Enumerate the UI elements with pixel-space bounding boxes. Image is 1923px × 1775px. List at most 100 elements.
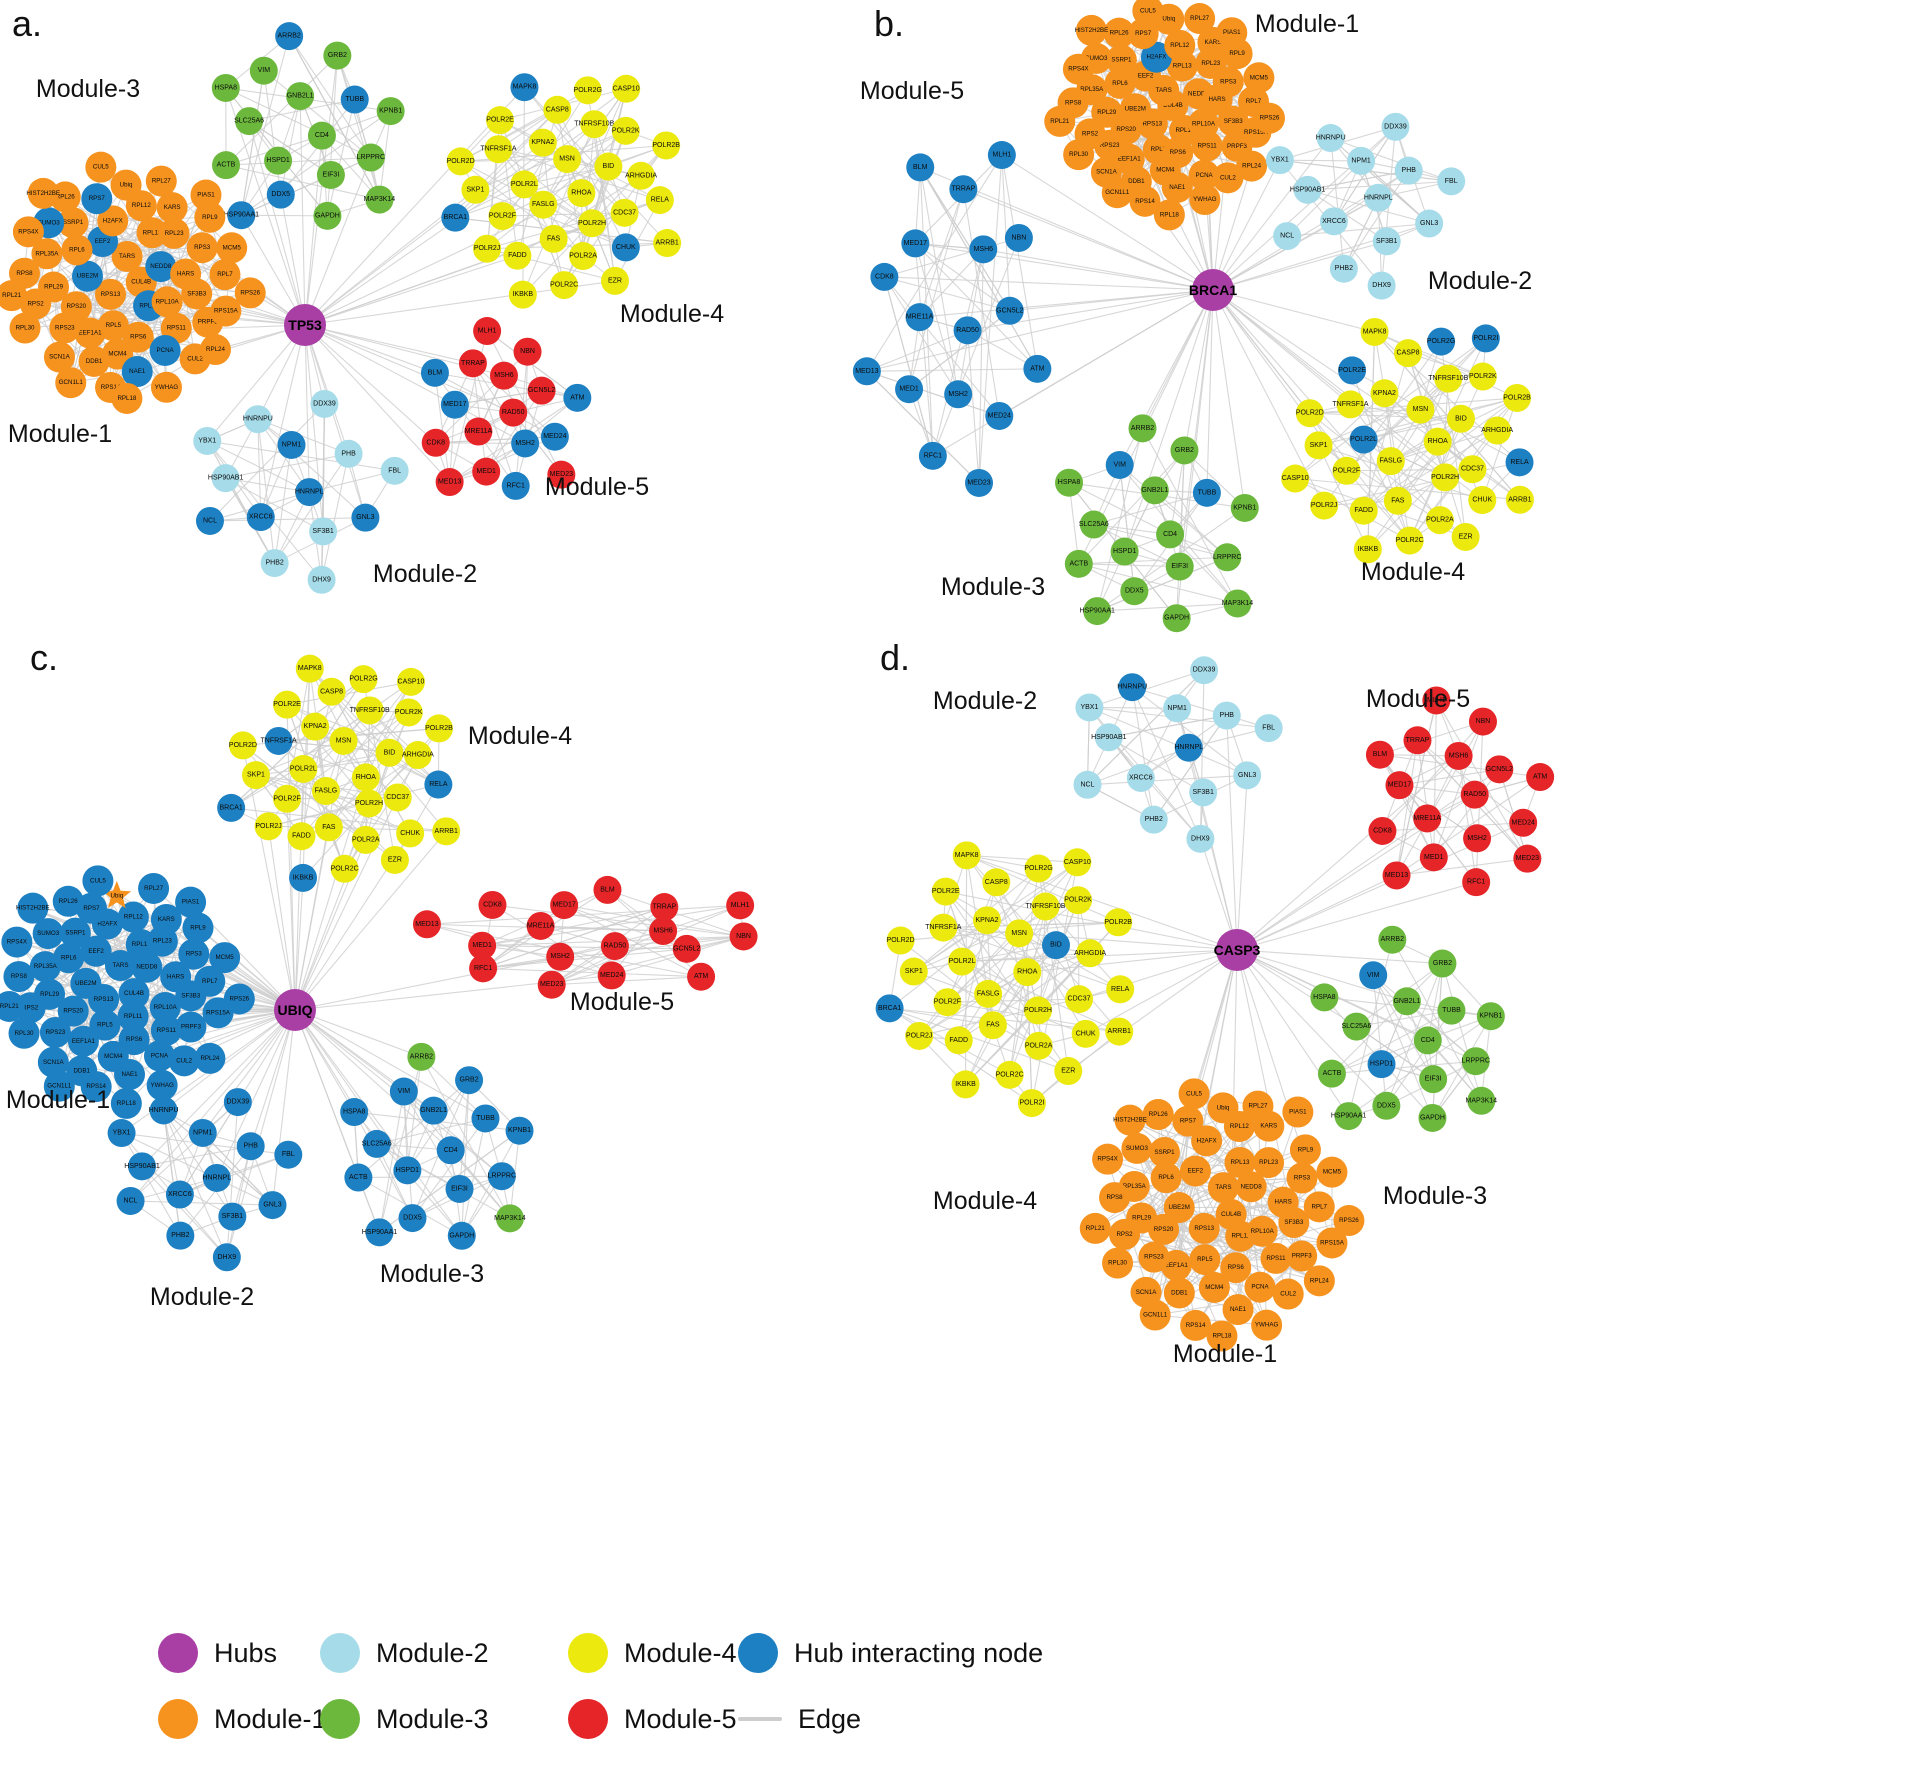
edge [365,681,412,778]
gene-node [1333,1205,1365,1237]
gene-node [1140,476,1169,505]
edge [1307,170,1409,191]
gene-node [974,979,1003,1008]
hub-edge [932,289,1214,457]
panel-letter-d: d. [880,637,910,678]
edge [1108,715,1227,738]
gene-node [1253,102,1285,134]
module-3-swatch-icon [320,1699,360,1739]
gene-node [495,1204,524,1233]
hub-edge [304,324,456,406]
gene-node [323,41,352,70]
gene-node [965,468,994,497]
edge [225,453,349,479]
gene-node [97,205,129,237]
gene-node [1372,227,1401,256]
gene-node [209,942,241,974]
edge [1395,700,1437,876]
gene-node [951,1070,980,1099]
gene-node [995,296,1024,325]
edge [328,752,390,828]
edge [1330,137,1430,224]
hub-edge [202,1009,296,1134]
gene-node [1065,985,1094,1014]
module-label: Module-4 [620,300,724,328]
edge [884,276,1010,312]
module-cluster-module-1: CUL4BRPS13TARSRPL11UBE2MNEDD8RPL5EEF2RPL… [1079,1078,1365,1352]
edge [492,904,744,938]
gene-node [254,812,283,841]
gene-node [1184,3,1216,35]
gene-node [906,153,935,182]
edge [1346,378,1449,472]
gene-node [311,777,340,806]
hub-edge [1067,949,1238,1072]
gene-node [1509,808,1538,837]
gene-node [61,234,93,266]
hub-edge [304,324,366,518]
hub-edge [163,1009,296,1111]
gene-node [307,565,336,594]
edge [1374,331,1484,378]
gene-node [75,892,107,924]
gene-node [445,1174,474,1203]
edge [353,1111,413,1219]
hub-edge [294,827,330,1011]
gene-node [1244,1271,1276,1303]
gene-node [573,76,602,105]
gene-node [1013,958,1042,987]
gene-node [1376,447,1405,476]
gene-node [985,401,1014,430]
gene-node [1139,1299,1171,1331]
gene-node [1105,1017,1134,1046]
gene-node [118,1024,150,1056]
gene-node [1422,686,1451,715]
gene-node [128,1152,157,1181]
edge [230,726,316,809]
edge [1331,1060,1476,1075]
edge [551,935,744,986]
edge [1132,686,1269,729]
legend-item-hub-interacting-node: Hub interacting node [738,1633,1078,1673]
gene-node [1198,1271,1230,1303]
gene-node [1272,1278,1304,1310]
gene-node [1273,222,1302,251]
gene-node [1485,755,1514,784]
gene-node [355,696,384,725]
hub-edge [240,214,306,326]
gene-node [1243,62,1275,94]
edge [403,1091,503,1177]
gene-node [286,82,315,111]
edge [472,363,517,487]
module-cluster-module-3: CD4HSPD1GNB2L1EIF3ISLC25A6TUBBDDX5VIMLRP… [211,22,405,230]
edge [1323,461,1520,507]
gene-node [1423,427,1452,456]
edge [1435,700,1528,859]
edge [883,276,959,395]
gene-node [508,280,537,309]
gene-node [116,1186,145,1215]
gene-node [1413,1026,1442,1055]
edge [1107,1158,1294,1224]
hub-edge [1124,289,1214,552]
gene-node [1365,740,1394,769]
gene-node [1063,139,1095,171]
gene-node [110,169,142,201]
gene-node-star [102,880,132,909]
hub-edge [216,1009,296,1179]
gene-node [340,1098,369,1127]
edge [914,243,1038,370]
gene-node [49,312,81,344]
gene-node [1317,1059,1346,1088]
gene-node [1179,1155,1211,1187]
gene-node [1242,1090,1274,1122]
edge [522,123,595,295]
gene-node [1079,510,1108,539]
hub-edge [1085,949,1238,1035]
edge [209,403,325,522]
edge [286,712,410,800]
gene-node [1128,414,1157,443]
edge [1078,556,1228,565]
gene-node [1223,589,1252,618]
panel-letter-a: a. [12,3,42,44]
